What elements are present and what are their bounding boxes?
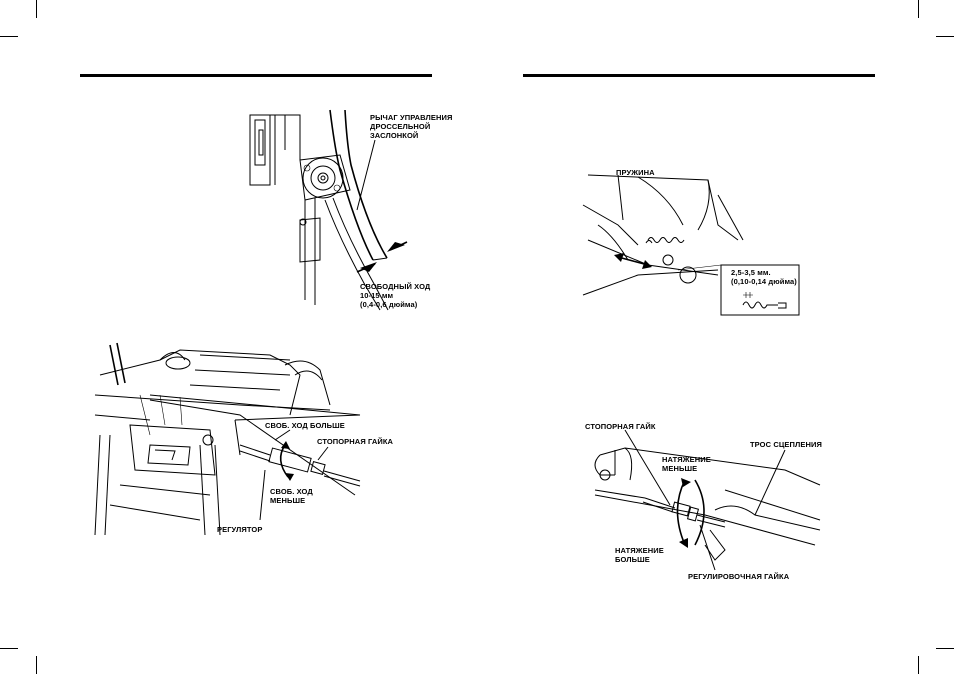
adjuster-label: РЕГУЛЯТОР <box>217 525 262 534</box>
freeplay-label: СВОБОДНЫЙ ХОД 10-15 мм (0,4-0,6 дюйма) <box>360 282 430 309</box>
header-rule-right <box>523 74 875 77</box>
spring-gap-label: 2,5-3,5 мм. (0,10-0,14 дюйма) <box>731 268 797 286</box>
clutch-spring-figure: ПРУЖИНА 2,5-3,5 мм. (0,10-0,14 дюйма) <box>578 165 808 325</box>
crop-mark <box>936 36 954 37</box>
throttle-cable-adjust-figure: СВОБ. ХОД БОЛЬШЕ СТОПОРНАЯ ГАЙКА СВОБ. Х… <box>90 335 430 550</box>
crop-mark <box>936 648 954 649</box>
locknut-label-left: СТОПОРНАЯ ГАЙКА <box>317 437 393 446</box>
spring-drawing <box>578 165 808 325</box>
header-rule-left <box>80 74 432 77</box>
throttle-lever-drawing <box>245 110 445 310</box>
tension-more-label: НАТЯЖЕНИЕ БОЛЬШЕ <box>615 546 664 564</box>
freeplay-less-label: СВОБ. ХОД МЕНЬШЕ <box>270 487 313 505</box>
clutch-cable-adjust-figure: СТОПОРНАЯ ГАЙК НАТЯЖЕНИЕ МЕНЬШЕ ТРОС СЦЕ… <box>585 420 830 585</box>
spring-label: ПРУЖИНА <box>616 168 655 177</box>
crop-mark <box>918 0 919 18</box>
adjust-nut-label: РЕГУЛИРОВОЧНАЯ ГАЙКА <box>688 572 789 581</box>
clutch-cable-label: ТРОС СЦЕПЛЕНИЯ <box>750 440 822 449</box>
crop-mark <box>918 656 919 674</box>
crop-mark <box>0 36 18 37</box>
throttle-lever-figure: РЫЧАГ УПРАВЛЕНИЯ ДРОССЕЛЬНОЙ ЗАСЛОНКОЙ С… <box>245 110 445 310</box>
tension-less-label: НАТЯЖЕНИЕ МЕНЬШЕ <box>662 455 711 473</box>
throttle-lever-label: РЫЧАГ УПРАВЛЕНИЯ ДРОССЕЛЬНОЙ ЗАСЛОНКОЙ <box>370 113 452 140</box>
locknut-label-right: СТОПОРНАЯ ГАЙК <box>585 422 656 431</box>
crop-mark <box>36 0 37 18</box>
crop-mark <box>0 648 18 649</box>
freeplay-more-label: СВОБ. ХОД БОЛЬШЕ <box>265 421 345 430</box>
crop-mark <box>36 656 37 674</box>
